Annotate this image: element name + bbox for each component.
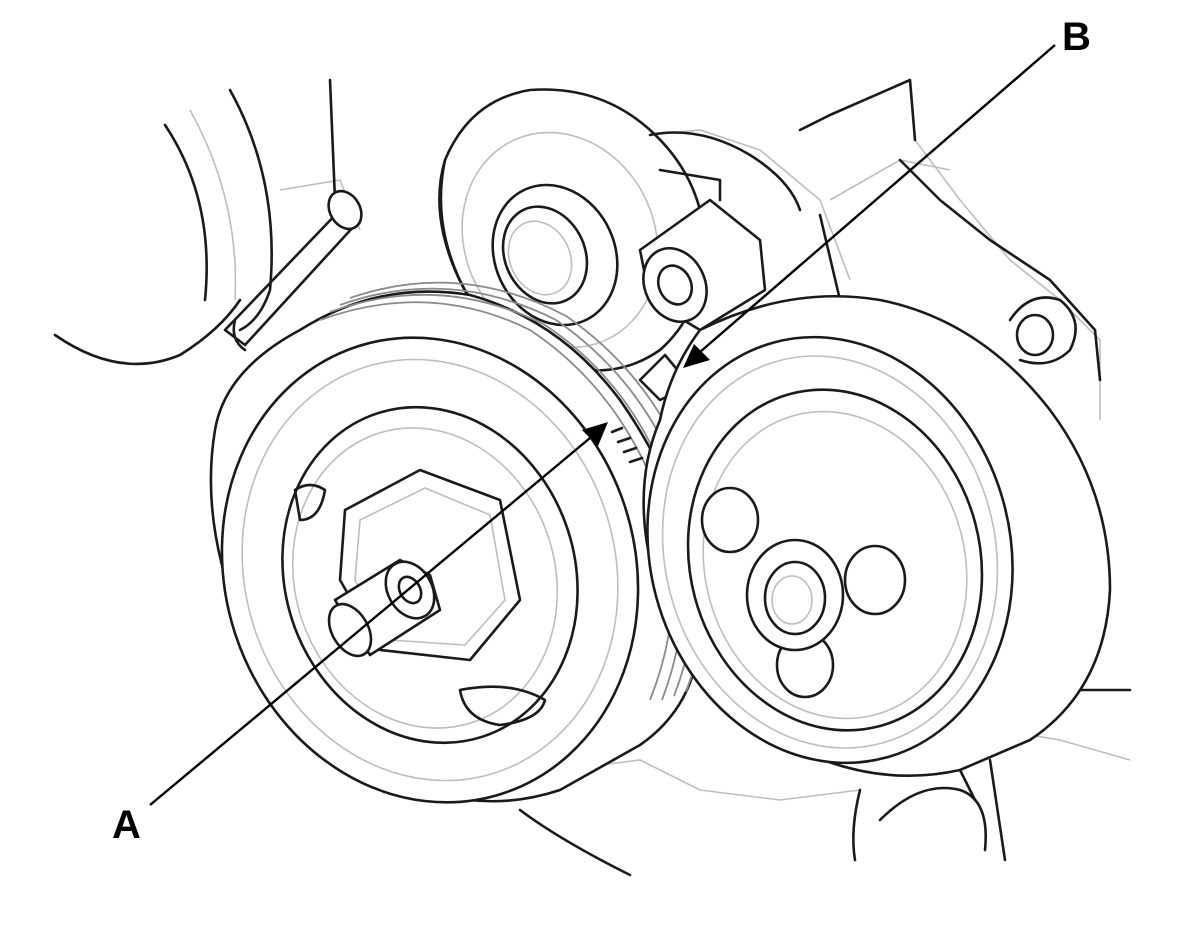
callout-b: B [683,15,1091,368]
callout-b-leader [699,44,1056,353]
callout-b-label: B [1062,15,1091,59]
tensioner-arm [638,131,802,332]
mounting-boss [1008,296,1077,365]
left-cylinder [53,78,337,366]
timing-marks [610,426,644,464]
lower-bracket [518,758,1007,877]
crankshaft-pulley [209,281,708,804]
callout-a: A [112,422,608,847]
stud-bolt [223,189,363,352]
callout-a-leader [149,437,591,806]
callout-b-arrowhead [683,344,710,368]
callout-a-arrowhead [582,422,608,446]
engine-block-outline [279,78,1132,801]
water-pump-pulley [642,295,1112,778]
callout-a-label: A [112,803,141,847]
